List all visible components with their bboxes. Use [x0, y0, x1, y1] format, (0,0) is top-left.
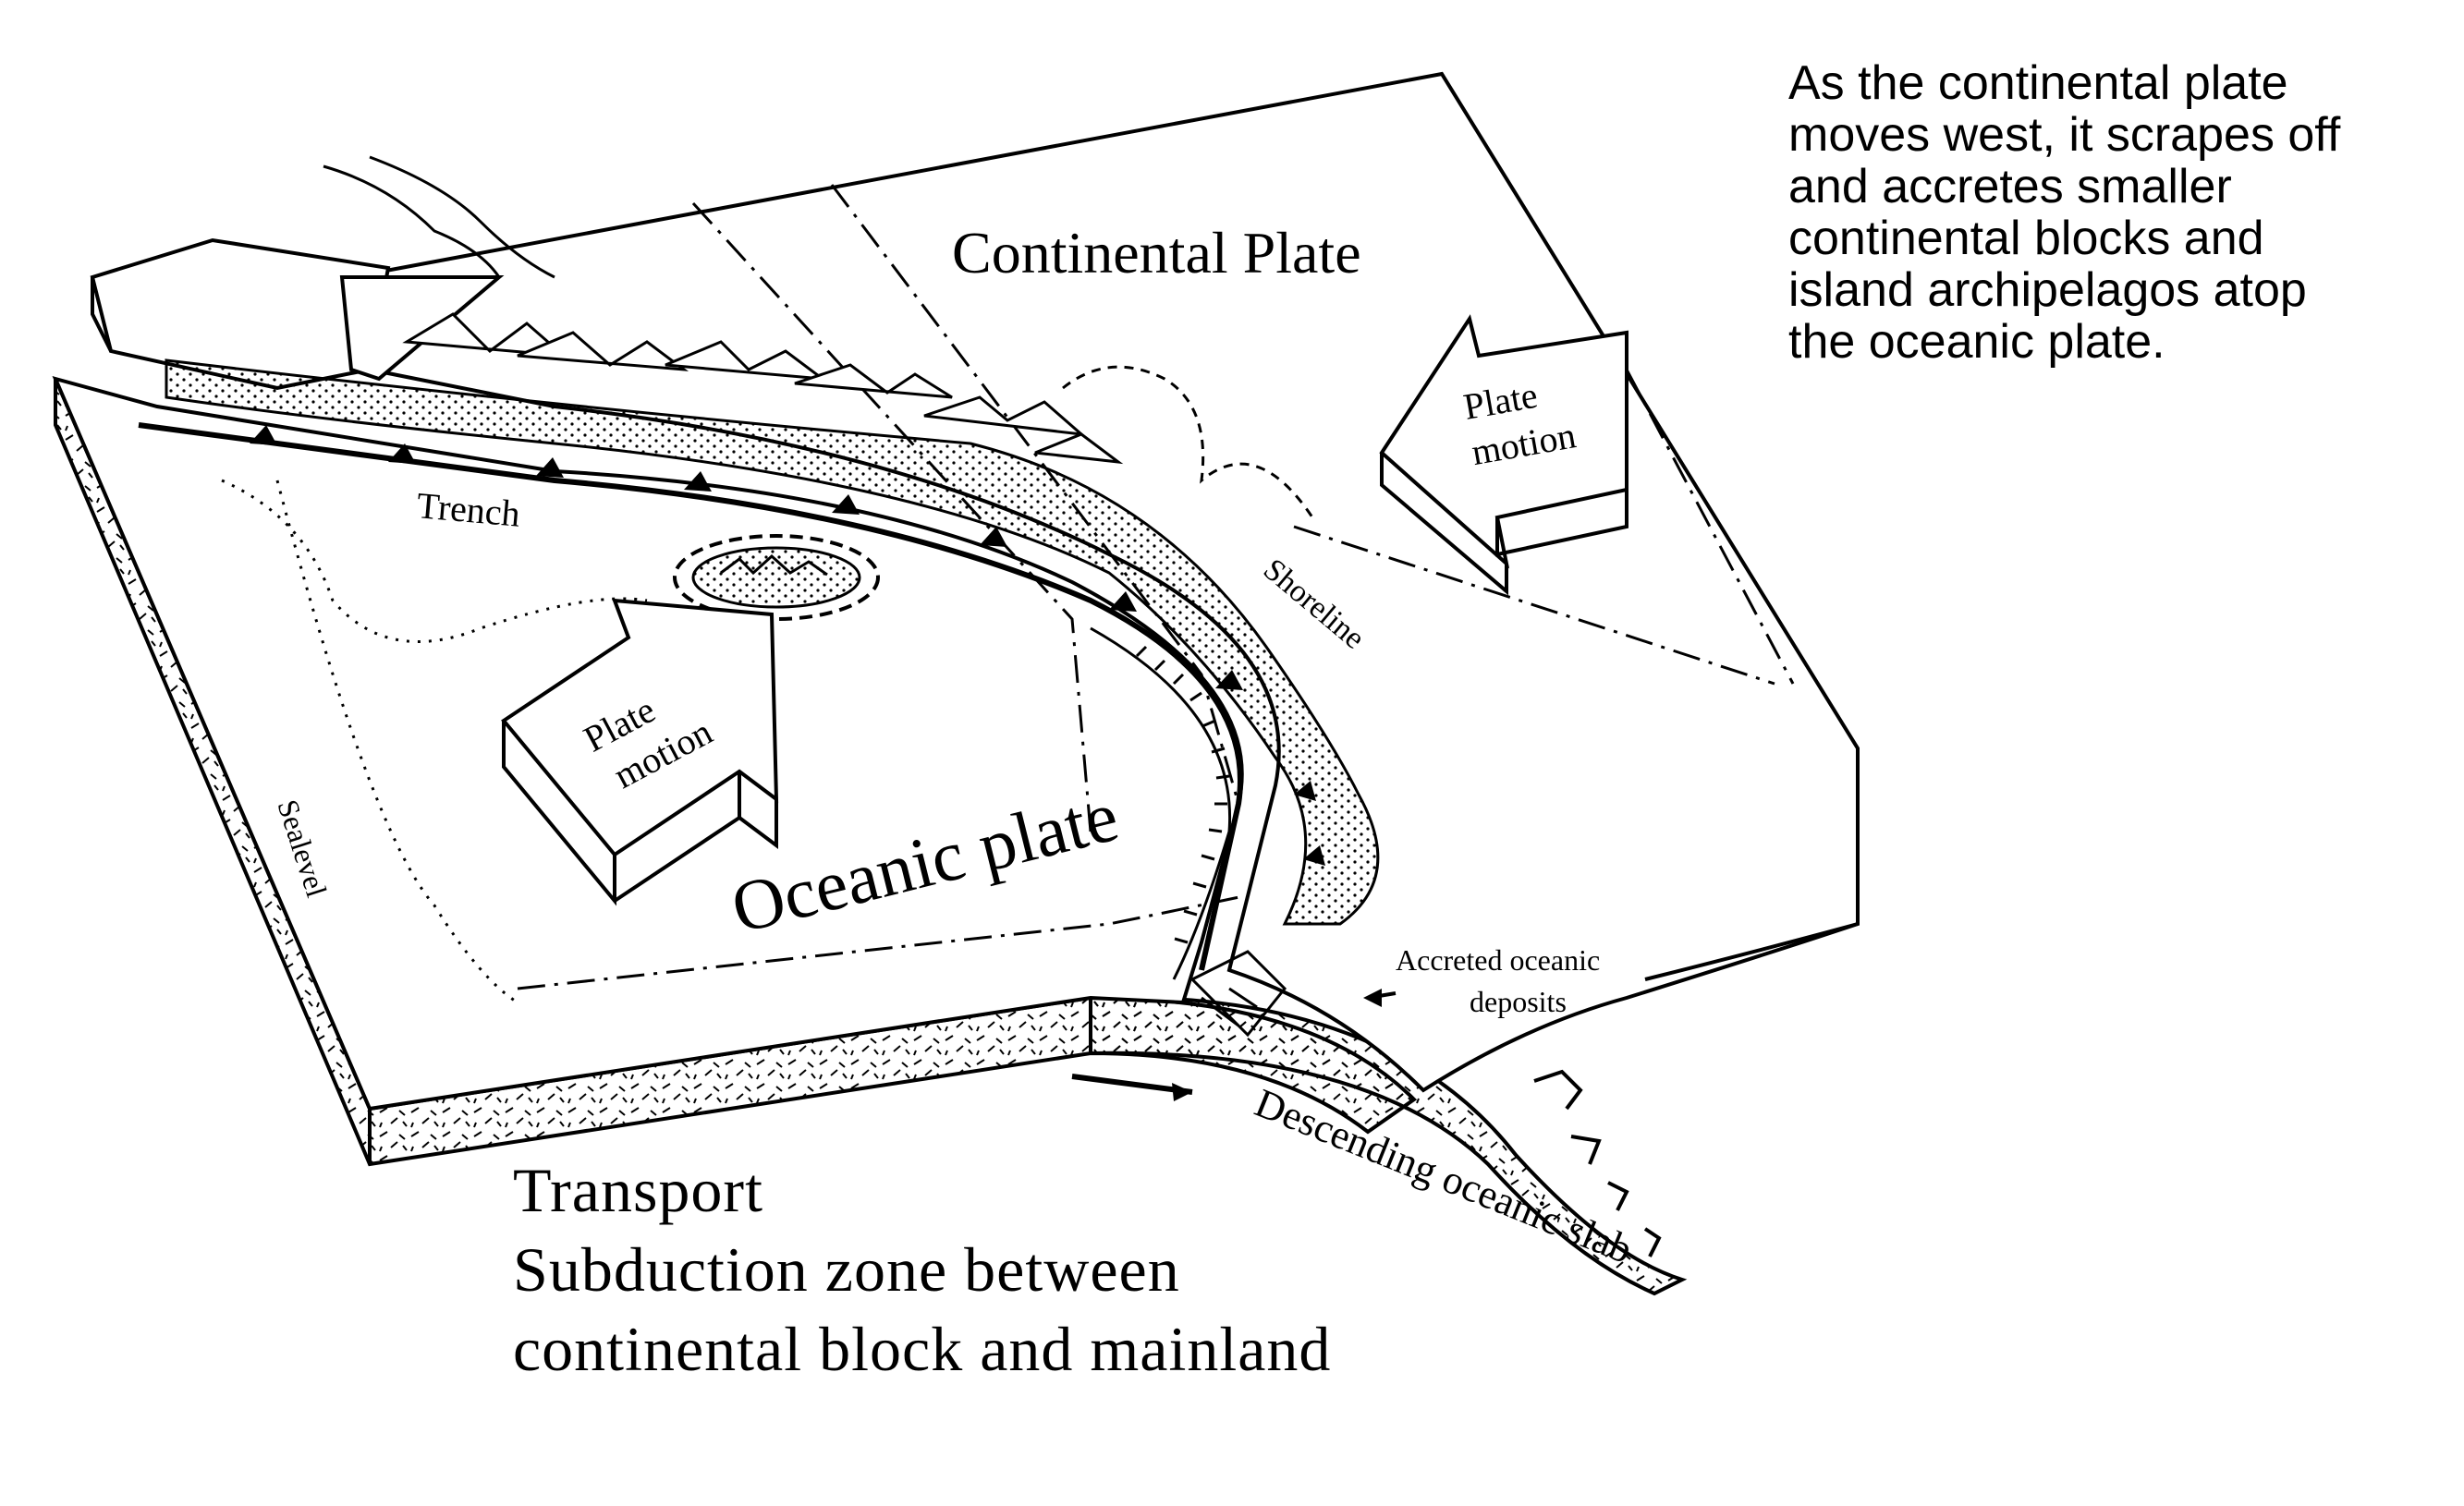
island-archipelago	[673, 534, 880, 621]
continental-plate-motion-arrow	[1379, 314, 1628, 596]
figure-title-line1: Transport	[513, 1155, 763, 1225]
caption-line: island archipelagos atop	[1788, 263, 2307, 317]
trench-line	[138, 422, 1325, 971]
accreted-label-line1: Accreted oceanic	[1396, 943, 1600, 977]
figure-title: Transport Subduction zone between contin…	[513, 1150, 1622, 1389]
accretionary-wedge	[1090, 626, 1287, 1038]
accreted-deposits-callout: Accreted oceanic deposits	[1363, 943, 1600, 1018]
caption-line: continental blocks and	[1788, 212, 2264, 265]
figure-title-line3: continental block and mainland	[513, 1314, 1332, 1384]
continental-block-upland	[90, 155, 555, 391]
trench-label: Trench	[415, 484, 521, 535]
caption-line: and accretes smaller	[1788, 160, 2232, 213]
mountain-ridges	[402, 312, 1124, 465]
coastal-sediment-band	[165, 358, 1380, 926]
caption-line: the oceanic plate.	[1788, 315, 2165, 369]
caption-line: moves west, it scrapes off	[1788, 108, 2341, 162]
figure-title-line2: Subduction zone between	[513, 1234, 1180, 1305]
explanation-caption: As the continental plate moves west, it …	[1788, 57, 2435, 368]
caption-line: As the continental plate	[1788, 56, 2288, 110]
accreted-label-line2: deposits	[1470, 985, 1567, 1018]
continental-plate-label: Continental Plate	[952, 220, 1361, 285]
oceanic-plate-motion-arrow	[501, 598, 779, 906]
